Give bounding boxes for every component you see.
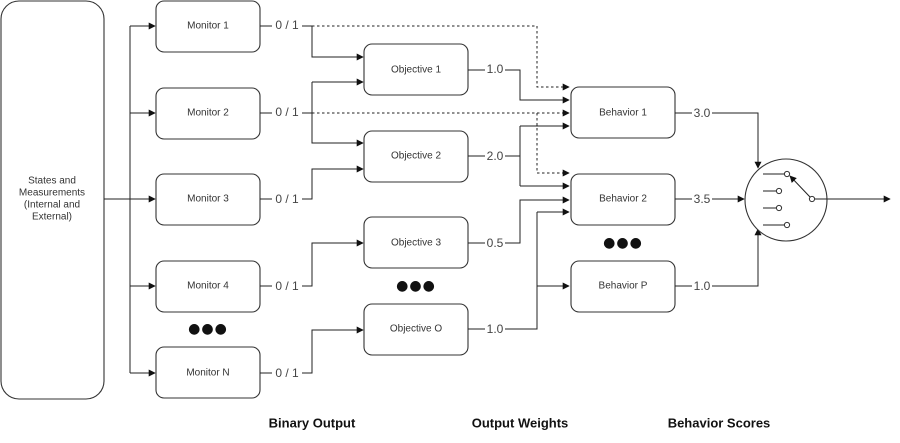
source-bus xyxy=(104,22,156,377)
switch-lever xyxy=(789,175,811,198)
monitor-label: Monitor 2 xyxy=(187,108,229,119)
objective-weight-labels: 1.0 2.0 0.5 1.0 xyxy=(485,62,505,336)
monitor-4: Monitor 4 xyxy=(155,260,261,313)
monitor-label: Monitor N xyxy=(186,368,229,379)
dashed-wire-m1-to-b1 xyxy=(312,25,570,91)
behavior-2: Behavior 2 xyxy=(570,173,676,226)
wire-b1-to-selector xyxy=(675,112,762,169)
objective-o-weight: 1.0 xyxy=(487,322,504,336)
monitor-2-output: 0 / 1 xyxy=(275,105,299,119)
source-label-line-4: External) xyxy=(32,212,72,223)
source-label-line-2: Measurements xyxy=(19,188,85,199)
objective-2-weight: 2.0 xyxy=(487,149,504,163)
objective-1: Objective 1 xyxy=(363,43,469,96)
objective-2: Objective 2 xyxy=(363,130,469,183)
behavior-1: Behavior 1 xyxy=(570,86,676,139)
caption-behavior-scores: Behavior Scores xyxy=(668,415,771,430)
objective-label: Objective O xyxy=(390,324,442,335)
wire-bp-to-selector xyxy=(675,228,762,287)
behavior-ellipsis: ●●● xyxy=(603,235,643,251)
source-label-line-1: States and xyxy=(28,176,76,187)
objective-label: Objective 3 xyxy=(391,238,441,249)
monitor-n-output: 0 / 1 xyxy=(275,366,299,380)
source-block: States and Measurements (Internal and Ex… xyxy=(0,0,105,400)
behavior-p: Behavior P xyxy=(570,260,676,313)
behavior-label: Behavior P xyxy=(599,281,648,292)
behavior-p-score: 1.0 xyxy=(694,279,711,293)
objective-label: Objective 2 xyxy=(391,151,441,162)
objective-3: Objective 3 xyxy=(363,216,469,269)
objective-3-weight: 0.5 xyxy=(487,236,504,250)
monitor-n: Monitor N xyxy=(155,346,261,399)
caption-output-weights: Output Weights xyxy=(472,415,569,430)
objective-o: Objective O xyxy=(363,303,469,356)
monitor-label: Monitor 1 xyxy=(187,21,229,32)
monitor-1: Monitor 1 xyxy=(155,0,261,53)
wire-oo-riser xyxy=(468,212,538,330)
monitor-4-output: 0 / 1 xyxy=(275,279,299,293)
selector-switch-icon xyxy=(744,158,828,242)
objective-1-weight: 1.0 xyxy=(487,62,504,76)
dashed-wire-m2-to-b2 xyxy=(536,113,570,177)
monitor-label: Monitor 3 xyxy=(187,194,229,205)
monitor-objective-wiring xyxy=(260,25,570,374)
behavior-label: Behavior 1 xyxy=(599,108,647,119)
behavior-1-score: 3.0 xyxy=(694,106,711,120)
wire-o1-to-b1 xyxy=(468,69,570,104)
objective-label: Objective 1 xyxy=(391,65,441,76)
behavior-2-score: 3.5 xyxy=(694,192,711,206)
monitor-2: Monitor 2 xyxy=(155,87,261,140)
monitor-ellipsis: ●●● xyxy=(188,321,228,337)
monitor-output-labels: 0 / 1 0 / 1 0 / 1 0 / 1 0 / 1 xyxy=(272,18,302,380)
behavior-score-labels: 3.0 3.5 1.0 xyxy=(692,106,712,293)
monitor-3-output: 0 / 1 xyxy=(275,192,299,206)
monitor-1-output: 0 / 1 xyxy=(275,18,299,32)
caption-binary-output: Binary Output xyxy=(269,415,356,430)
wire-o3-to-b2 xyxy=(468,196,570,244)
objective-behavior-wiring xyxy=(468,69,570,330)
monitor-label: Monitor 4 xyxy=(187,281,229,292)
source-label-line-3: (Internal and xyxy=(24,200,80,211)
behavior-label: Behavior 2 xyxy=(599,194,647,205)
objective-ellipsis: ●●● xyxy=(396,278,436,294)
monitor-3: Monitor 3 xyxy=(155,173,261,226)
